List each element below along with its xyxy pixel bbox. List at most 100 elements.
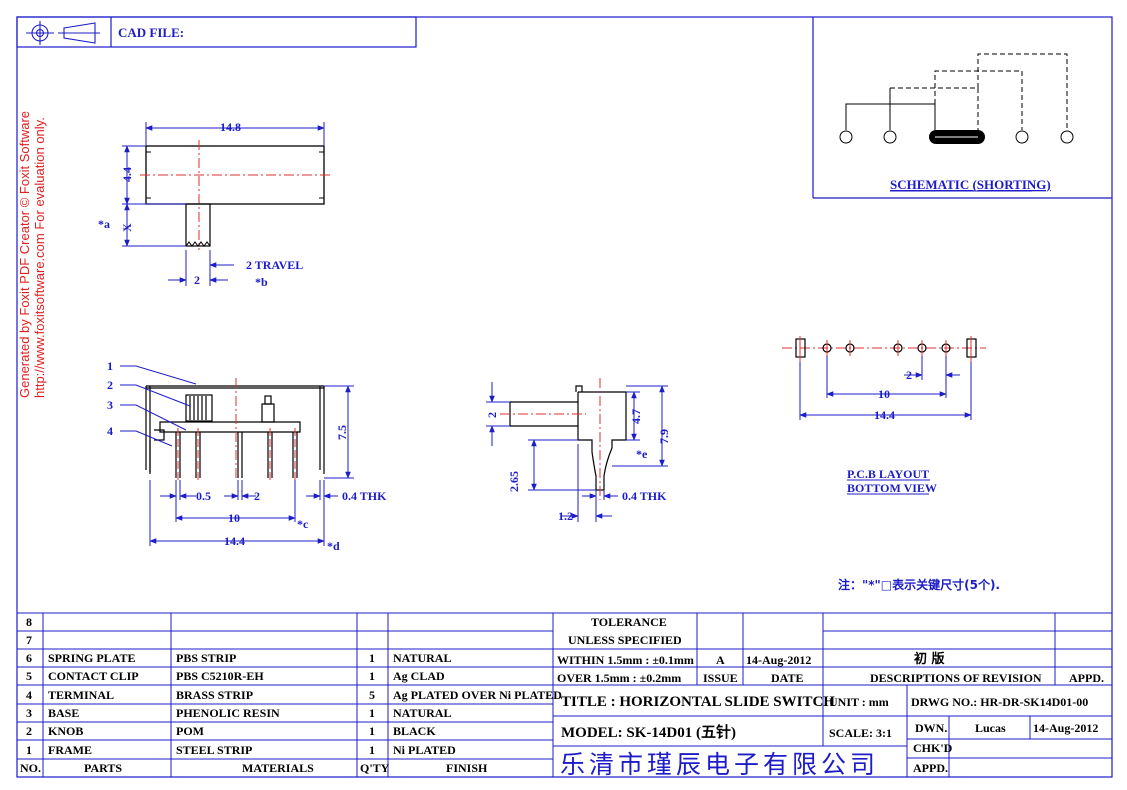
company-name: 乐清市瑾辰电子有限公司 (560, 750, 879, 779)
side-knob-dim: 2 (485, 412, 499, 418)
pitch-small-dim: 0.5 (196, 489, 211, 503)
bom-qty: 1 (369, 651, 375, 665)
note-e: *e (636, 447, 648, 461)
revision-date-label: DATE (771, 671, 803, 685)
revision-issue: A (716, 653, 725, 667)
bom-no: 1 (26, 743, 32, 757)
front-span10-dim: 10 (228, 511, 240, 525)
bom-material: STEEL STRIP (176, 743, 252, 757)
title-block: TITLE : HORIZONTAL SLIDE SWITCH UNIT : m… (560, 694, 1098, 779)
front-view: 1 2 3 4 0.5 2 0.4 THK 10 *c 14.4 *d (107, 359, 387, 553)
callout-2: 2 (107, 378, 113, 392)
bom-no: 5 (26, 669, 32, 683)
side-body-dim: 4.7 (629, 409, 643, 424)
revision-description: 初 版 (914, 651, 945, 667)
chkd-label: CHK'D (913, 741, 953, 755)
dwn-name: Lucas (975, 721, 1006, 735)
callout-3: 3 (107, 398, 113, 412)
bom-header-qty: Q'TY (360, 761, 390, 775)
pcb-pitch-dim: 2 (906, 368, 912, 382)
bom-part: KNOB (48, 724, 83, 738)
bom-no: 8 (26, 615, 32, 629)
knob-dim: X (120, 223, 134, 232)
bom-finish: Ag CLAD (393, 669, 445, 683)
bom-qty: 1 (369, 669, 375, 683)
bom-part: SPRING PLATE (48, 651, 135, 665)
bom-qty: 1 (369, 724, 375, 738)
bom-finish: Ag PLATED OVER Ni PLATED (393, 688, 562, 702)
bom-no: 6 (26, 651, 32, 665)
schematic-title: SCHEMATIC (SHORTING) (890, 177, 1051, 192)
bom-no: 4 (26, 688, 32, 702)
bom-header-materials: MATERIALS (242, 761, 314, 775)
bom-material: PBS C5210R-EH (176, 669, 264, 683)
bom-finish: BLACK (393, 724, 436, 738)
knob-note: *a (98, 217, 110, 231)
note-d: *d (327, 539, 340, 553)
front-thk-label: 0.4 THK (342, 489, 387, 503)
drawing-number: DRWG NO.: HR-DR-SK14D01-00 (911, 695, 1088, 709)
pcb-layout: 2 10 14.4 P.C.B LAYOUT BOTTOM VIEW (782, 336, 986, 495)
tolerance-title: TOLERANCE (591, 615, 667, 629)
cad-file-label: CAD FILE: (118, 25, 184, 40)
appd-label: APPD. (913, 761, 948, 775)
bom-part: CONTACT CLIP (48, 669, 139, 683)
sheet-border (16, 16, 1113, 778)
side-offset-dim: 1.2 (558, 509, 573, 523)
bom-header-no: NO. (20, 761, 41, 775)
bom-finish: NATURAL (393, 651, 451, 665)
bom-material: PBS STRIP (176, 651, 236, 665)
tolerance-block: TOLERANCE UNLESS SPECIFIED WITHIN 1.5mm … (557, 615, 694, 685)
front-height-dim: 7.5 (335, 425, 349, 440)
bom-header-finish: FINISH (446, 761, 488, 775)
bom-part: TERMINAL (48, 688, 114, 702)
travel-label: 2 TRAVEL (246, 258, 303, 272)
dwn-date: 14-Aug-2012 (1033, 721, 1098, 735)
schematic-box: SCHEMATIC (SHORTING) (812, 17, 1112, 199)
scale-label: SCALE: 3:1 (829, 726, 892, 740)
bom-table (17, 612, 1112, 777)
revision-desc-label: DESCRIPTIONS OF REVISION (870, 671, 1042, 685)
tolerance-within: WITHIN 1.5mm : ±0.1mm (557, 653, 694, 667)
side-total-dim: 7.9 (657, 429, 671, 444)
top-width-dim: 14.8 (220, 120, 241, 134)
drawing-title: TITLE : HORIZONTAL SLIDE SWITCH (561, 694, 835, 710)
bom-header-parts: PARTS (84, 761, 122, 775)
side-view: 2 4.7 7.9 *e 2.65 0.4 THK 1.2 (485, 378, 671, 523)
model-label: MODEL: SK-14D01 (五针) (561, 723, 736, 741)
cad-file-header: CAD FILE: (16, 16, 417, 48)
bom-qty: 1 (369, 743, 375, 757)
bom-rows: 8 7 6 SPRING PLATE PBS STRIP 1 NATURAL 5… (20, 615, 562, 775)
top-height-dim: 4.4 (120, 167, 134, 182)
knob-width-dim: 2 (194, 273, 200, 287)
bom-qty: 1 (369, 706, 375, 720)
top-view: 14.8 4.4 X *a 2 2 TRAVEL *b (98, 120, 332, 289)
travel-note: *b (255, 275, 268, 289)
bom-no: 7 (26, 633, 32, 647)
callout-1: 1 (107, 359, 113, 373)
third-angle-projection-icon (26, 21, 100, 45)
bom-no: 2 (26, 724, 32, 738)
revision-block: A 14-Aug-2012 初 版 ISSUE DATE DESCRIPTION… (703, 651, 1104, 685)
bom-finish: NATURAL (393, 706, 451, 720)
bom-no: 3 (26, 706, 32, 720)
front-span14-dim: 14.4 (224, 534, 245, 548)
watermark-line-1: Generated by Foxit PDF Creator © Foxit S… (17, 111, 32, 398)
unit-label: UNIT : mm (829, 695, 889, 709)
pcb-span10-dim: 10 (878, 387, 890, 401)
bom-material: PHENOLIC RESIN (176, 706, 280, 720)
bom-qty: 5 (369, 688, 375, 702)
callout-4: 4 (107, 424, 113, 438)
bom-finish: Ni PLATED (393, 743, 456, 757)
key-dimension-note: 注："*"□表示关键尺寸(5个). (838, 577, 1000, 592)
side-pin-dim: 2.65 (507, 471, 521, 492)
pcb-title-2: BOTTOM VIEW (847, 481, 937, 495)
bom-part: FRAME (48, 743, 92, 757)
bom-material: POM (176, 724, 204, 738)
side-thk-label: 0.4 THK (622, 489, 667, 503)
revision-issue-label: ISSUE (703, 671, 738, 685)
pcb-span14-dim: 14.4 (874, 408, 895, 422)
note-c: *c (297, 517, 309, 531)
tolerance-subtitle: UNLESS SPECIFIED (568, 633, 682, 647)
